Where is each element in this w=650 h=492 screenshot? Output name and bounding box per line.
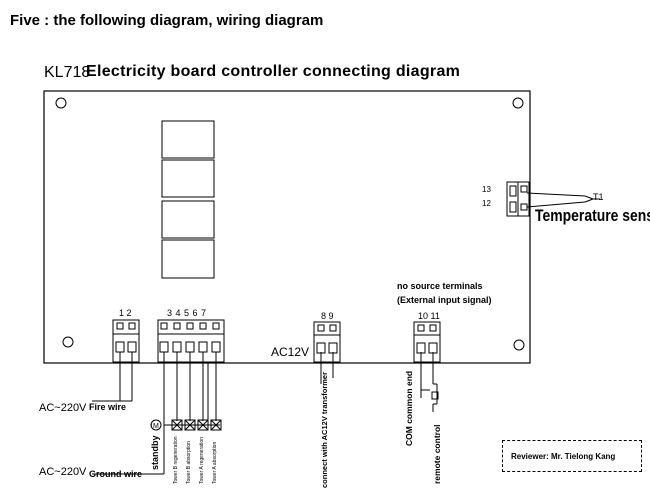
relay-block [161, 120, 215, 279]
ac12v-label: AC12V [271, 345, 310, 359]
terminal-number-13: 13 [482, 185, 491, 194]
tower-b-regeneration-label: Tower B regeneration [173, 436, 179, 484]
reviewer-box [502, 440, 642, 472]
mount-hole-bottom-left [62, 336, 74, 348]
connect-ac12v-transformer-label: connect with AC12V transformer [320, 372, 329, 488]
terminal-number-3-7: 3 4 5 6 7 [167, 308, 207, 318]
ac220v-ground-label: AC~220V [39, 466, 87, 478]
mount-hole-top-left [55, 97, 67, 109]
com-common-end-label: COM common end [404, 370, 414, 446]
no-source-terminals-label: no source terminals [397, 281, 483, 291]
solenoid-valves [171, 419, 222, 431]
terminal-number-8-9: 8 9 [321, 311, 334, 321]
reviewer-label: Reviewer: Mr. Tielong Kang [511, 452, 616, 461]
terminal-block-10-11 [413, 321, 441, 363]
terminal-block-8-9 [313, 321, 341, 363]
ground-wire-label: Ground wire [89, 469, 143, 479]
external-input-signal-label: (External input signal) [397, 295, 492, 305]
ac12v-wires [320, 352, 334, 384]
remote-control-label: remote control [432, 424, 442, 484]
page-heading: Five : the following diagram, wiring dia… [10, 12, 324, 29]
fire-wire-line [92, 352, 133, 402]
diagram-title-model: KL718 [44, 64, 91, 81]
diagram-title: Electricity board controller connecting … [86, 63, 461, 80]
fire-wire-label: Fire wire [89, 402, 127, 412]
terminal-number-1-2: 1 2 [119, 308, 132, 318]
output-wires [176, 352, 217, 421]
ac220v-fire-label: AC~220V [39, 402, 87, 414]
tower-b-absorption-label: Tower B absorption [186, 441, 192, 484]
mount-hole-bottom-right [513, 339, 525, 351]
temperature-sensor-wire [526, 192, 600, 208]
terminal-block-3-7 [157, 319, 225, 363]
terminal-block-1-2 [112, 319, 140, 363]
tower-a-absorption-label: Tower A absorption [212, 441, 218, 484]
tower-a-regeneration-label: Tower A regeneration [199, 437, 205, 484]
terminal-number-10-11: 10 11 [418, 311, 440, 321]
temperature-sensor-label: Temperature sensor [535, 206, 650, 225]
standby-motor-symbol [150, 419, 162, 431]
controller-board [43, 90, 531, 364]
standby-label: standby [150, 435, 160, 470]
remote-control-wires [420, 352, 439, 412]
mount-hole-top-right [512, 97, 524, 109]
motor-symbol-label: M [153, 423, 159, 430]
t1-label: T1 [593, 192, 604, 202]
terminal-number-12: 12 [482, 199, 491, 208]
terminal-block-12-13 [506, 181, 530, 217]
